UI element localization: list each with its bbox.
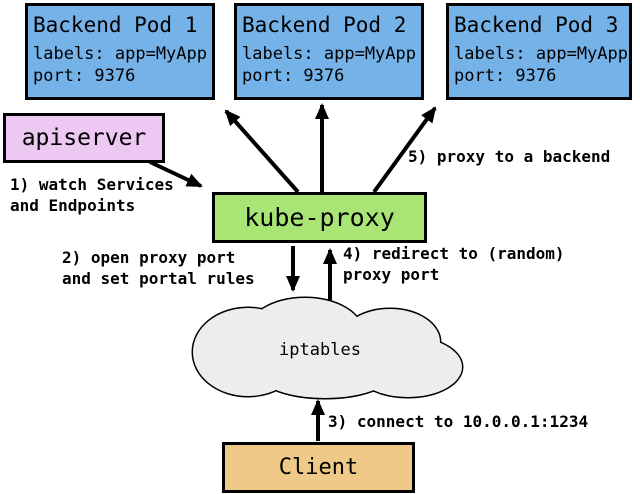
pod-title: Backend Pod 2 <box>242 13 407 37</box>
iptables-label: iptables <box>279 340 361 360</box>
client-node: Client <box>222 442 415 493</box>
arrow-proxy-to-pod3 <box>372 106 437 194</box>
pod-port: port: 9376 <box>242 66 345 86</box>
pod-port: port: 9376 <box>33 66 136 86</box>
apiserver-node: apiserver <box>3 113 165 163</box>
backend-pod-1: Backend Pod 1 labels: app=MyApp port: 93… <box>25 3 215 100</box>
backend-pod-2: Backend Pod 2 labels: app=MyApp port: 93… <box>234 3 424 100</box>
pod-title: Backend Pod 1 <box>33 13 198 37</box>
pod-port: port: 9376 <box>454 66 557 86</box>
annotation-step5: 5) proxy to a backend <box>408 147 611 166</box>
iptables-cloud <box>191 296 464 400</box>
arrow-watch-services <box>149 160 203 188</box>
annotation-step3: 3) connect to 10.0.0.1:1234 <box>328 412 589 431</box>
pod-title: Backend Pod 3 <box>454 13 619 37</box>
annotation-step2: 2) open proxy port and set portal rules <box>62 248 255 288</box>
backend-pod-3: Backend Pod 3 labels: app=MyApp port: 93… <box>446 3 632 100</box>
pod-labels: labels: app=MyApp <box>33 44 207 64</box>
annotation-step1: 1) watch Services and Endpoints <box>10 175 174 215</box>
pod-labels: labels: app=MyApp <box>454 44 628 64</box>
annotation-step4: 4) redirect to (random) proxy port <box>343 244 565 284</box>
pod-labels: labels: app=MyApp <box>242 44 416 64</box>
arrow-proxy-to-pod1 <box>224 109 300 194</box>
kube-proxy-node: kube-proxy <box>212 192 427 243</box>
